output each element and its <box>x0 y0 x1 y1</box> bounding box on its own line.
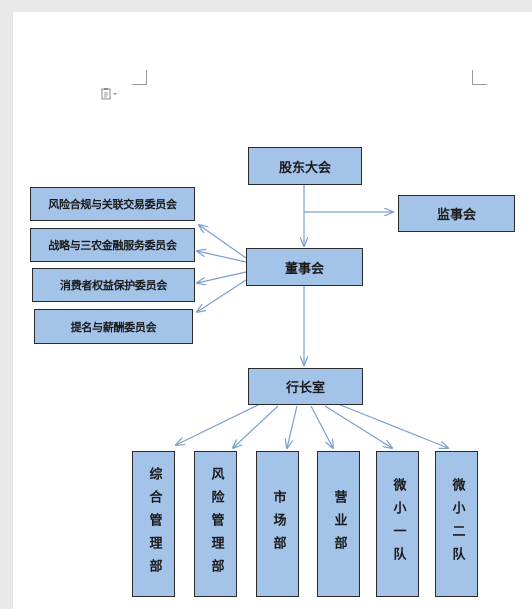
arrow-president-to-dept-5 <box>324 405 392 448</box>
department-box-4: 营业部 <box>317 451 360 597</box>
arrow-president-to-dept-4 <box>310 405 333 448</box>
arrow-president-to-dept-6 <box>337 403 448 448</box>
margin-corner-marker-right <box>472 70 487 85</box>
arrow-president-to-dept-1 <box>176 403 261 445</box>
shareholders-meeting-box: 股东大会 <box>248 147 362 185</box>
department-box-5: 微小一队 <box>376 451 419 597</box>
department-box-2: 风险管理部 <box>194 451 237 597</box>
committee-box-1: 风险合规与关联交易委员会 <box>30 187 195 221</box>
arrow-board-to-committee-1 <box>199 225 247 259</box>
board-of-directors-box: 董事会 <box>246 248 363 286</box>
arrow-board-to-committee-4 <box>197 279 247 312</box>
paste-options-icon[interactable] <box>101 85 121 100</box>
arrow-president-to-dept-2 <box>233 405 279 448</box>
margin-corner-marker-left <box>132 70 147 85</box>
department-box-3: 市场部 <box>256 451 299 597</box>
board-of-supervisors-box: 监事会 <box>398 195 515 232</box>
arrow-board-to-committee-2 <box>197 251 247 263</box>
committee-box-2: 战略与三农金融服务委员会 <box>30 228 195 262</box>
department-box-1: 综合管理部 <box>132 451 175 597</box>
department-box-6: 微小二队 <box>435 451 478 597</box>
arrow-president-to-dept-3 <box>287 405 298 448</box>
committee-box-4: 提名与薪酬委员会 <box>34 309 193 344</box>
committee-box-3: 消费者权益保护委员会 <box>32 268 195 302</box>
arrow-board-to-committee-3 <box>197 271 247 283</box>
president-office-box: 行长室 <box>248 368 363 405</box>
